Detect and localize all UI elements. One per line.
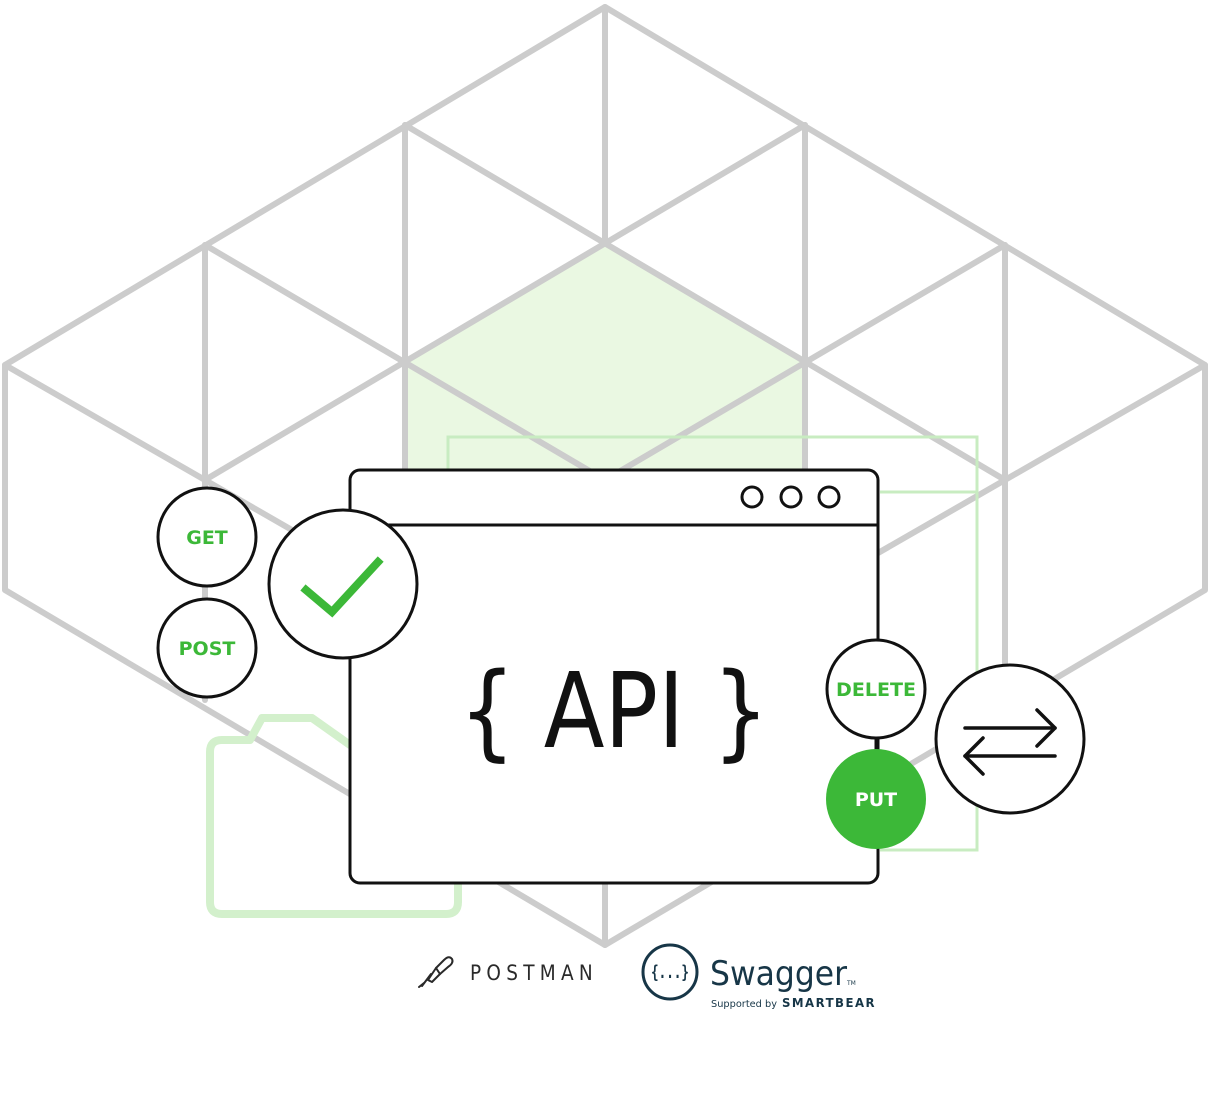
- api-window: { API }: [348, 468, 880, 885]
- get-bubble: GET: [156, 486, 258, 588]
- delete-bubble: DELETE: [825, 638, 927, 740]
- put-label: PUT: [855, 789, 897, 811]
- put-bubble: PUT: [826, 749, 926, 849]
- swagger-wordmark: Swagger: [710, 954, 847, 994]
- smartbear-wordmark: SMARTBEAR: [782, 996, 876, 1010]
- post-bubble: POST: [156, 597, 258, 699]
- supported-by-label: Supported by: [711, 999, 777, 1010]
- postman-wordmark: POSTMAN: [470, 961, 598, 985]
- postman-icon: [418, 956, 454, 988]
- checkmark-icon: [300, 556, 384, 618]
- highlight-hexagon: [405, 243, 805, 470]
- get-label: GET: [186, 527, 228, 549]
- window-dot-icon: [779, 485, 803, 509]
- window-dot-icon: [817, 485, 841, 509]
- swagger-icon-braces: {...}: [651, 962, 689, 983]
- background-panels: [446, 435, 979, 852]
- folder-icon: [206, 714, 462, 918]
- post-label: POST: [179, 638, 236, 660]
- swagger-icon: [641, 943, 699, 1001]
- postman-logo: POSTMAN: [418, 956, 598, 988]
- swagger-trademark: TM: [846, 980, 856, 987]
- swagger-logo: {...} Swagger TM Supported by SMARTBEAR: [641, 943, 876, 1010]
- delete-label: DELETE: [836, 679, 916, 701]
- swap-arrows-icon: [963, 708, 1057, 776]
- success-bubble: [267, 508, 419, 660]
- api-label: { API }: [459, 650, 769, 772]
- window-dot-icon: [740, 485, 764, 509]
- exchange-bubble: [934, 663, 1086, 815]
